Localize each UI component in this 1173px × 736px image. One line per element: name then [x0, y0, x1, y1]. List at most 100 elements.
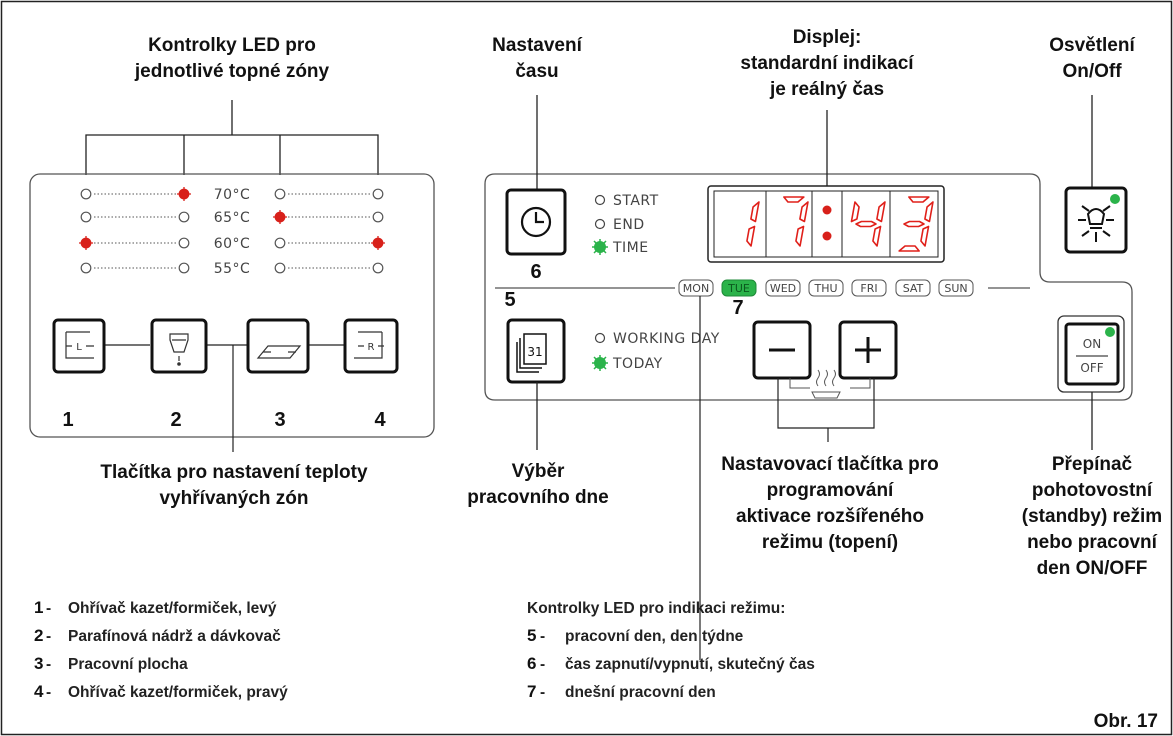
- zone-led-r4-c1: [80, 262, 92, 274]
- legend-left-dash-3: -: [46, 656, 51, 673]
- standby-label-line3: (standby) režim: [1022, 506, 1162, 527]
- temperature-label: 55°C: [214, 261, 251, 277]
- legend-left-dash-2: -: [46, 628, 51, 645]
- left-heater-icon-letter: L: [76, 342, 82, 353]
- standby-label-line4: nebo pracovní: [1027, 532, 1158, 553]
- display-segment: [903, 220, 925, 228]
- today-led: [592, 355, 608, 371]
- svg-text:FRI: FRI: [860, 282, 877, 295]
- plus-button[interactable]: [838, 320, 898, 380]
- temperature-label: 60°C: [214, 236, 251, 252]
- day-fri: FRI: [851, 279, 887, 297]
- zone-led-r1-c1: [80, 188, 92, 200]
- zone-led-glow: [79, 236, 93, 250]
- standby-label-line5: den ON/OFF: [1037, 558, 1148, 579]
- adjust-label-line3: aktivace rozšířeného: [736, 506, 924, 527]
- display-segment: [872, 225, 882, 247]
- display-label-line3: je reálný čas: [769, 79, 884, 100]
- day-thu: THU: [808, 279, 844, 297]
- legend-left-num-4: 4: [34, 682, 44, 701]
- zone-led-r4-c3: [274, 262, 286, 274]
- adjust-label-line2: programování: [767, 480, 894, 501]
- temp-buttons-label-line2: vyhřívaných zón: [160, 488, 309, 509]
- figure-label: Obr. 17: [1094, 711, 1158, 732]
- svg-text:MON: MON: [683, 282, 709, 295]
- end-led: [594, 218, 606, 230]
- day-select-button[interactable]: 31: [506, 318, 566, 384]
- svg-text:SUN: SUN: [944, 282, 967, 295]
- zone-led-r1-c4: [372, 188, 384, 200]
- callout-number-6: 6: [530, 261, 541, 283]
- lighting-button[interactable]: [1064, 186, 1128, 254]
- zone-led-r2-c1: [80, 211, 92, 223]
- paraffin-dispenser-icon: [169, 333, 189, 361]
- standby-label-line2: pohotovostní: [1032, 480, 1153, 501]
- svg-text:SAT: SAT: [903, 282, 924, 295]
- adjust-label-line4: režimu (topení): [762, 532, 898, 553]
- display-digit-3: [850, 201, 886, 247]
- temp-buttons-label-line1: Tlačítka pro nastavení teploty: [100, 462, 368, 483]
- clock-icon: [520, 206, 552, 238]
- legend-left-num-3: 3: [34, 654, 43, 673]
- svg-text:THU: THU: [813, 282, 837, 295]
- start-text: START: [613, 193, 659, 209]
- svg-text:TUE: TUE: [727, 282, 750, 295]
- display-label-line1: Displej:: [793, 27, 862, 48]
- display-colon-bottom: [822, 231, 832, 241]
- display-segment: [920, 225, 930, 247]
- button-1[interactable]: L: [52, 318, 106, 374]
- display-label-line2: standardní indikací: [740, 53, 914, 74]
- legend-right-num-5: 5: [527, 626, 536, 645]
- right-heater-icon-letter: R: [368, 342, 375, 353]
- legend-right-text-5: pracovní den, den týdne: [565, 628, 744, 645]
- on-text: ON: [1083, 337, 1101, 351]
- display-segment: [898, 245, 920, 252]
- display-segment: [783, 196, 805, 203]
- zone-led-r1-c3: [274, 188, 286, 200]
- display-segment: [924, 201, 934, 223]
- day-select-label-line2: pracovního dne: [467, 487, 608, 508]
- adjust-buttons-bracket: [777, 378, 875, 442]
- day-select-label-line1: Výběr: [512, 461, 565, 482]
- button-2[interactable]: [150, 318, 208, 374]
- calendar-icon: 31: [516, 333, 547, 373]
- legend-left-dash-4: -: [46, 684, 51, 701]
- work-surface-icon: [256, 345, 302, 359]
- button-3[interactable]: [246, 318, 310, 374]
- zone-led-r4-c2: [178, 262, 190, 274]
- time-setting-button[interactable]: [505, 188, 567, 256]
- legend-left-text-1: Ohřívač kazet/formiček, levý: [68, 600, 277, 617]
- legend-right-num-6: 6: [527, 654, 536, 673]
- legend-left-dash-1: -: [46, 600, 51, 617]
- day-mon: MON: [678, 279, 714, 297]
- legend-left-num-2: 2: [34, 626, 43, 645]
- legend-right: Kontrolky LED pro indikaci režimu: 5 - p…: [527, 600, 815, 701]
- display-segment: [795, 225, 805, 247]
- zone-led-glow: [177, 187, 191, 201]
- start-led: [594, 194, 606, 206]
- display-digit-4: [898, 196, 934, 252]
- led-zones-bracket: [85, 100, 379, 175]
- time-text: TIME: [612, 240, 649, 256]
- onoff-led: [1105, 327, 1115, 337]
- zone-led-r2-c4: [372, 211, 384, 223]
- digital-display: [707, 185, 945, 263]
- left-heater-icon: [65, 331, 94, 359]
- zone-led-r3-c2: [178, 237, 190, 249]
- display-digit-1: [746, 201, 760, 247]
- off-text: OFF: [1080, 361, 1103, 375]
- standby-label-line1: Přepínač: [1052, 454, 1133, 475]
- minus-button[interactable]: [752, 320, 812, 380]
- day-wed: WED: [765, 279, 801, 297]
- day-tue: TUE: [721, 279, 757, 297]
- display-segment: [855, 220, 877, 228]
- display-segment: [750, 201, 760, 223]
- button-number-2: 2: [170, 409, 181, 431]
- onoff-button[interactable]: ON OFF: [1057, 315, 1125, 393]
- left-panel-outline: [29, 173, 435, 438]
- button-4[interactable]: R: [343, 318, 399, 374]
- display-digit-2: [783, 196, 809, 247]
- legend-right-dash-7: -: [540, 684, 545, 701]
- time-setting-label-line1: Nastavení: [492, 35, 582, 56]
- display-segment: [876, 201, 886, 223]
